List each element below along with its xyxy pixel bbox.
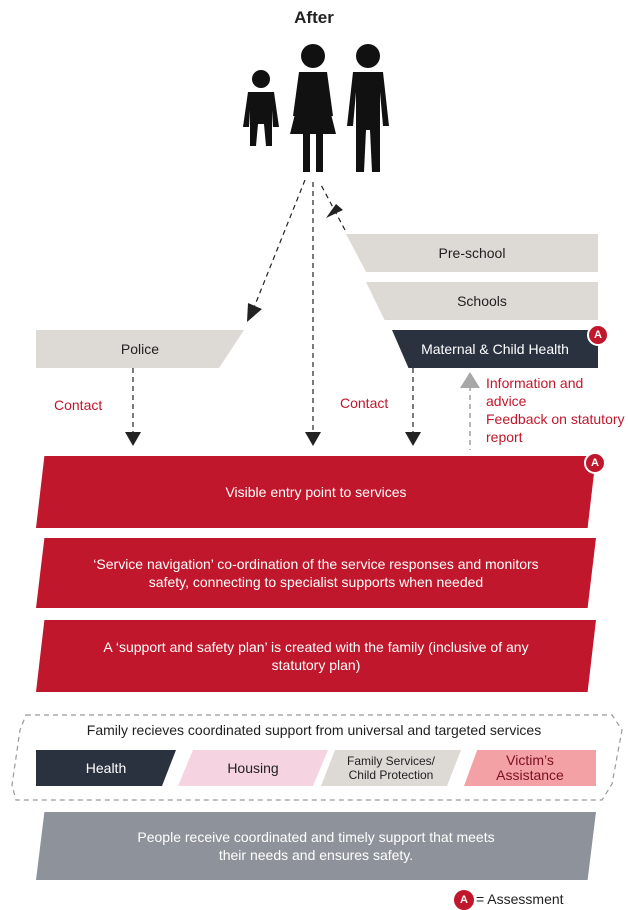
police-label: Police — [120, 341, 160, 357]
entry-point-label: Visible entry point to services — [225, 484, 407, 500]
outcome-label: People receive coordinated and timely su… — [137, 829, 495, 863]
schools-box: Schools — [366, 282, 598, 320]
maternal-child-health-label: Maternal & Child Health — [421, 341, 569, 357]
service-navigation-label: ‘Service navigation’ co-ordination of th… — [93, 556, 539, 590]
police-box: Police — [36, 330, 244, 368]
service-victims-assistance-label: Victim’s Assistance — [496, 752, 564, 783]
service-navigation-box: ‘Service navigation’ co-ordination of th… — [36, 538, 596, 608]
schools-label: Schools — [457, 293, 507, 309]
service-family-child-protection-label: Family Services/ Child Protection — [346, 754, 435, 782]
contact-label-mch: Contact — [340, 395, 389, 411]
support-safety-plan-label: A ‘support and safety plan’ is created w… — [103, 639, 529, 673]
legend-assessment-badge: A — [454, 890, 474, 910]
feedback-label: Feedback on statutory report — [486, 411, 625, 445]
information-advice-label: Information and advice — [486, 375, 584, 409]
maternal-child-health-box: Maternal & Child Health — [392, 330, 598, 368]
assessment-badge-entry: A — [584, 452, 606, 474]
family-support-heading: Family recieves coordinated support from… — [86, 722, 542, 738]
family-icon — [243, 44, 389, 172]
service-housing: Housing — [178, 750, 328, 786]
support-safety-plan-box: A ‘support and safety plan’ is created w… — [36, 620, 596, 692]
service-health-label: Health — [85, 759, 127, 776]
service-victims-assistance: Victim’s Assistance — [464, 750, 596, 786]
outcome-box: People receive coordinated and timely su… — [36, 812, 596, 880]
contact-label-police: Contact — [54, 397, 103, 413]
service-health: Health — [36, 750, 176, 786]
service-family-child-protection: Family Services/ Child Protection — [321, 750, 461, 786]
assessment-badge-mch: A — [587, 324, 609, 346]
preschool-label: Pre-school — [438, 245, 506, 261]
entry-point-box: Visible entry point to services — [36, 456, 596, 528]
preschool-box: Pre-school — [346, 234, 598, 272]
service-housing-label: Housing — [227, 759, 279, 776]
legend-assessment-text: = Assessment — [476, 891, 564, 907]
diagram-title: After — [294, 8, 334, 27]
